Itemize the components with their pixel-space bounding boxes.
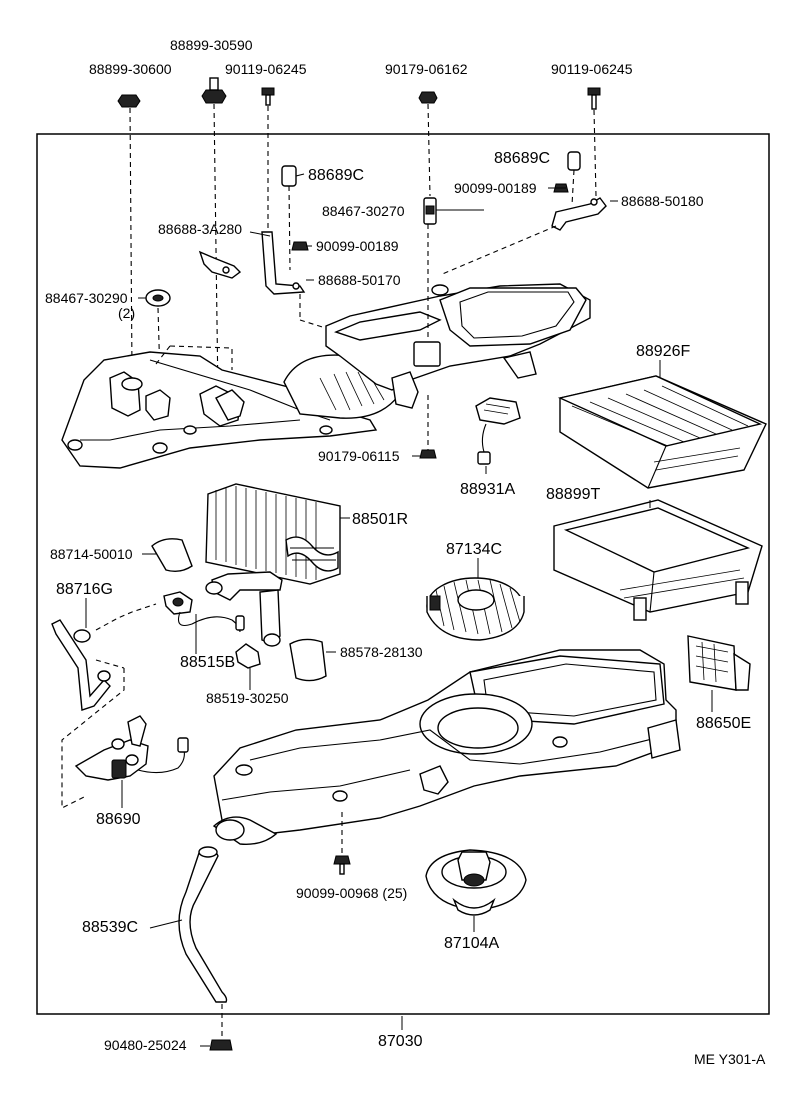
bolt-90119-06245-right	[587, 87, 601, 197]
label-88688-3A280: 88688-3A280	[158, 221, 242, 237]
clip-88519-30250	[235, 643, 261, 669]
bolt-90119-06245-left	[261, 87, 275, 228]
nut-88899-30590	[201, 77, 227, 396]
label-90179-06115: 90179-06115	[318, 448, 400, 464]
label-88650E: 88650E	[696, 715, 751, 732]
label-assembly-87030: 87030	[378, 1033, 423, 1050]
label-88501R: 88501R	[352, 511, 408, 528]
label-88716G: 88716G	[56, 581, 113, 598]
label-90099-00189-left: 90099-00189	[316, 238, 399, 254]
lower-heater-case	[212, 649, 681, 875]
drain-hose-88539C	[178, 846, 233, 1051]
blower-motor-87104A	[425, 849, 527, 932]
label-88688-50170: 88688-50170	[318, 272, 401, 288]
bracket-88688-50180	[439, 197, 607, 276]
label-90179-06162: 90179-06162	[385, 61, 468, 77]
label-88578-28130: 88578-28130	[340, 644, 423, 660]
label-88899-30600: 88899-30600	[89, 61, 172, 77]
label-88926F: 88926F	[636, 343, 690, 360]
hose-88716G	[51, 603, 157, 809]
plate-88650E	[687, 635, 751, 691]
label-87134C: 87134C	[446, 541, 502, 558]
label-88714-50010: 88714-50010	[50, 546, 133, 562]
label-88690: 88690	[96, 811, 141, 828]
sleeve-88578-28130	[289, 638, 327, 682]
amplifier-88690	[74, 715, 189, 808]
evaporator-88501R	[205, 483, 341, 647]
nut-90179-06162	[418, 91, 438, 197]
evaporator-upper-case	[325, 224, 591, 459]
label-88688-50180: 88688-50180	[621, 193, 704, 209]
label-88689C-right: 88689C	[494, 150, 550, 167]
label-88689C-left: 88689C	[308, 167, 364, 184]
label-90099-00189-right: 90099-00189	[454, 180, 537, 196]
leader-lines	[85, 173, 713, 1030]
label-88519-30250: 88519-30250	[206, 690, 289, 706]
label-88467-30290: 88467-30290	[45, 290, 128, 306]
label-90119-06245-left: 90119-06245	[225, 61, 307, 77]
tray-88899T	[553, 499, 763, 621]
spacer-88689C-left	[281, 165, 297, 271]
nut-88899-30600	[117, 94, 141, 371]
label-88467-30290-qty: (2)	[118, 305, 135, 321]
label-90099-00968: 90099-00968 (25)	[296, 885, 407, 901]
upper-heater-case	[61, 345, 399, 469]
label-87104A: 87104A	[444, 935, 499, 952]
label-88539C: 88539C	[82, 919, 138, 936]
reference-code: ME Y301-A	[694, 1051, 766, 1067]
bracket-88688-3A280	[198, 250, 242, 279]
sensor-88467-30270	[423, 197, 437, 225]
label-90480-25024: 90480-25024	[104, 1037, 187, 1053]
label-90119-06245-right: 90119-06245	[551, 61, 633, 77]
sensor-88931A	[475, 397, 521, 465]
assembly-frame	[36, 133, 770, 1015]
label-88467-30270: 88467-30270	[322, 203, 405, 219]
label-88899T: 88899T	[546, 486, 600, 503]
label-88931A: 88931A	[460, 481, 515, 498]
sleeve-88714-50010	[151, 538, 193, 573]
thermistor-88515B	[163, 591, 245, 633]
spacer-88689C-right	[567, 151, 581, 206]
fan-87134C	[426, 577, 525, 641]
label-88515B: 88515B	[180, 654, 235, 671]
clip-90099-00189-left	[291, 241, 309, 251]
label-88899-30590: 88899-30590	[170, 37, 253, 53]
filter-88926F	[557, 375, 767, 489]
